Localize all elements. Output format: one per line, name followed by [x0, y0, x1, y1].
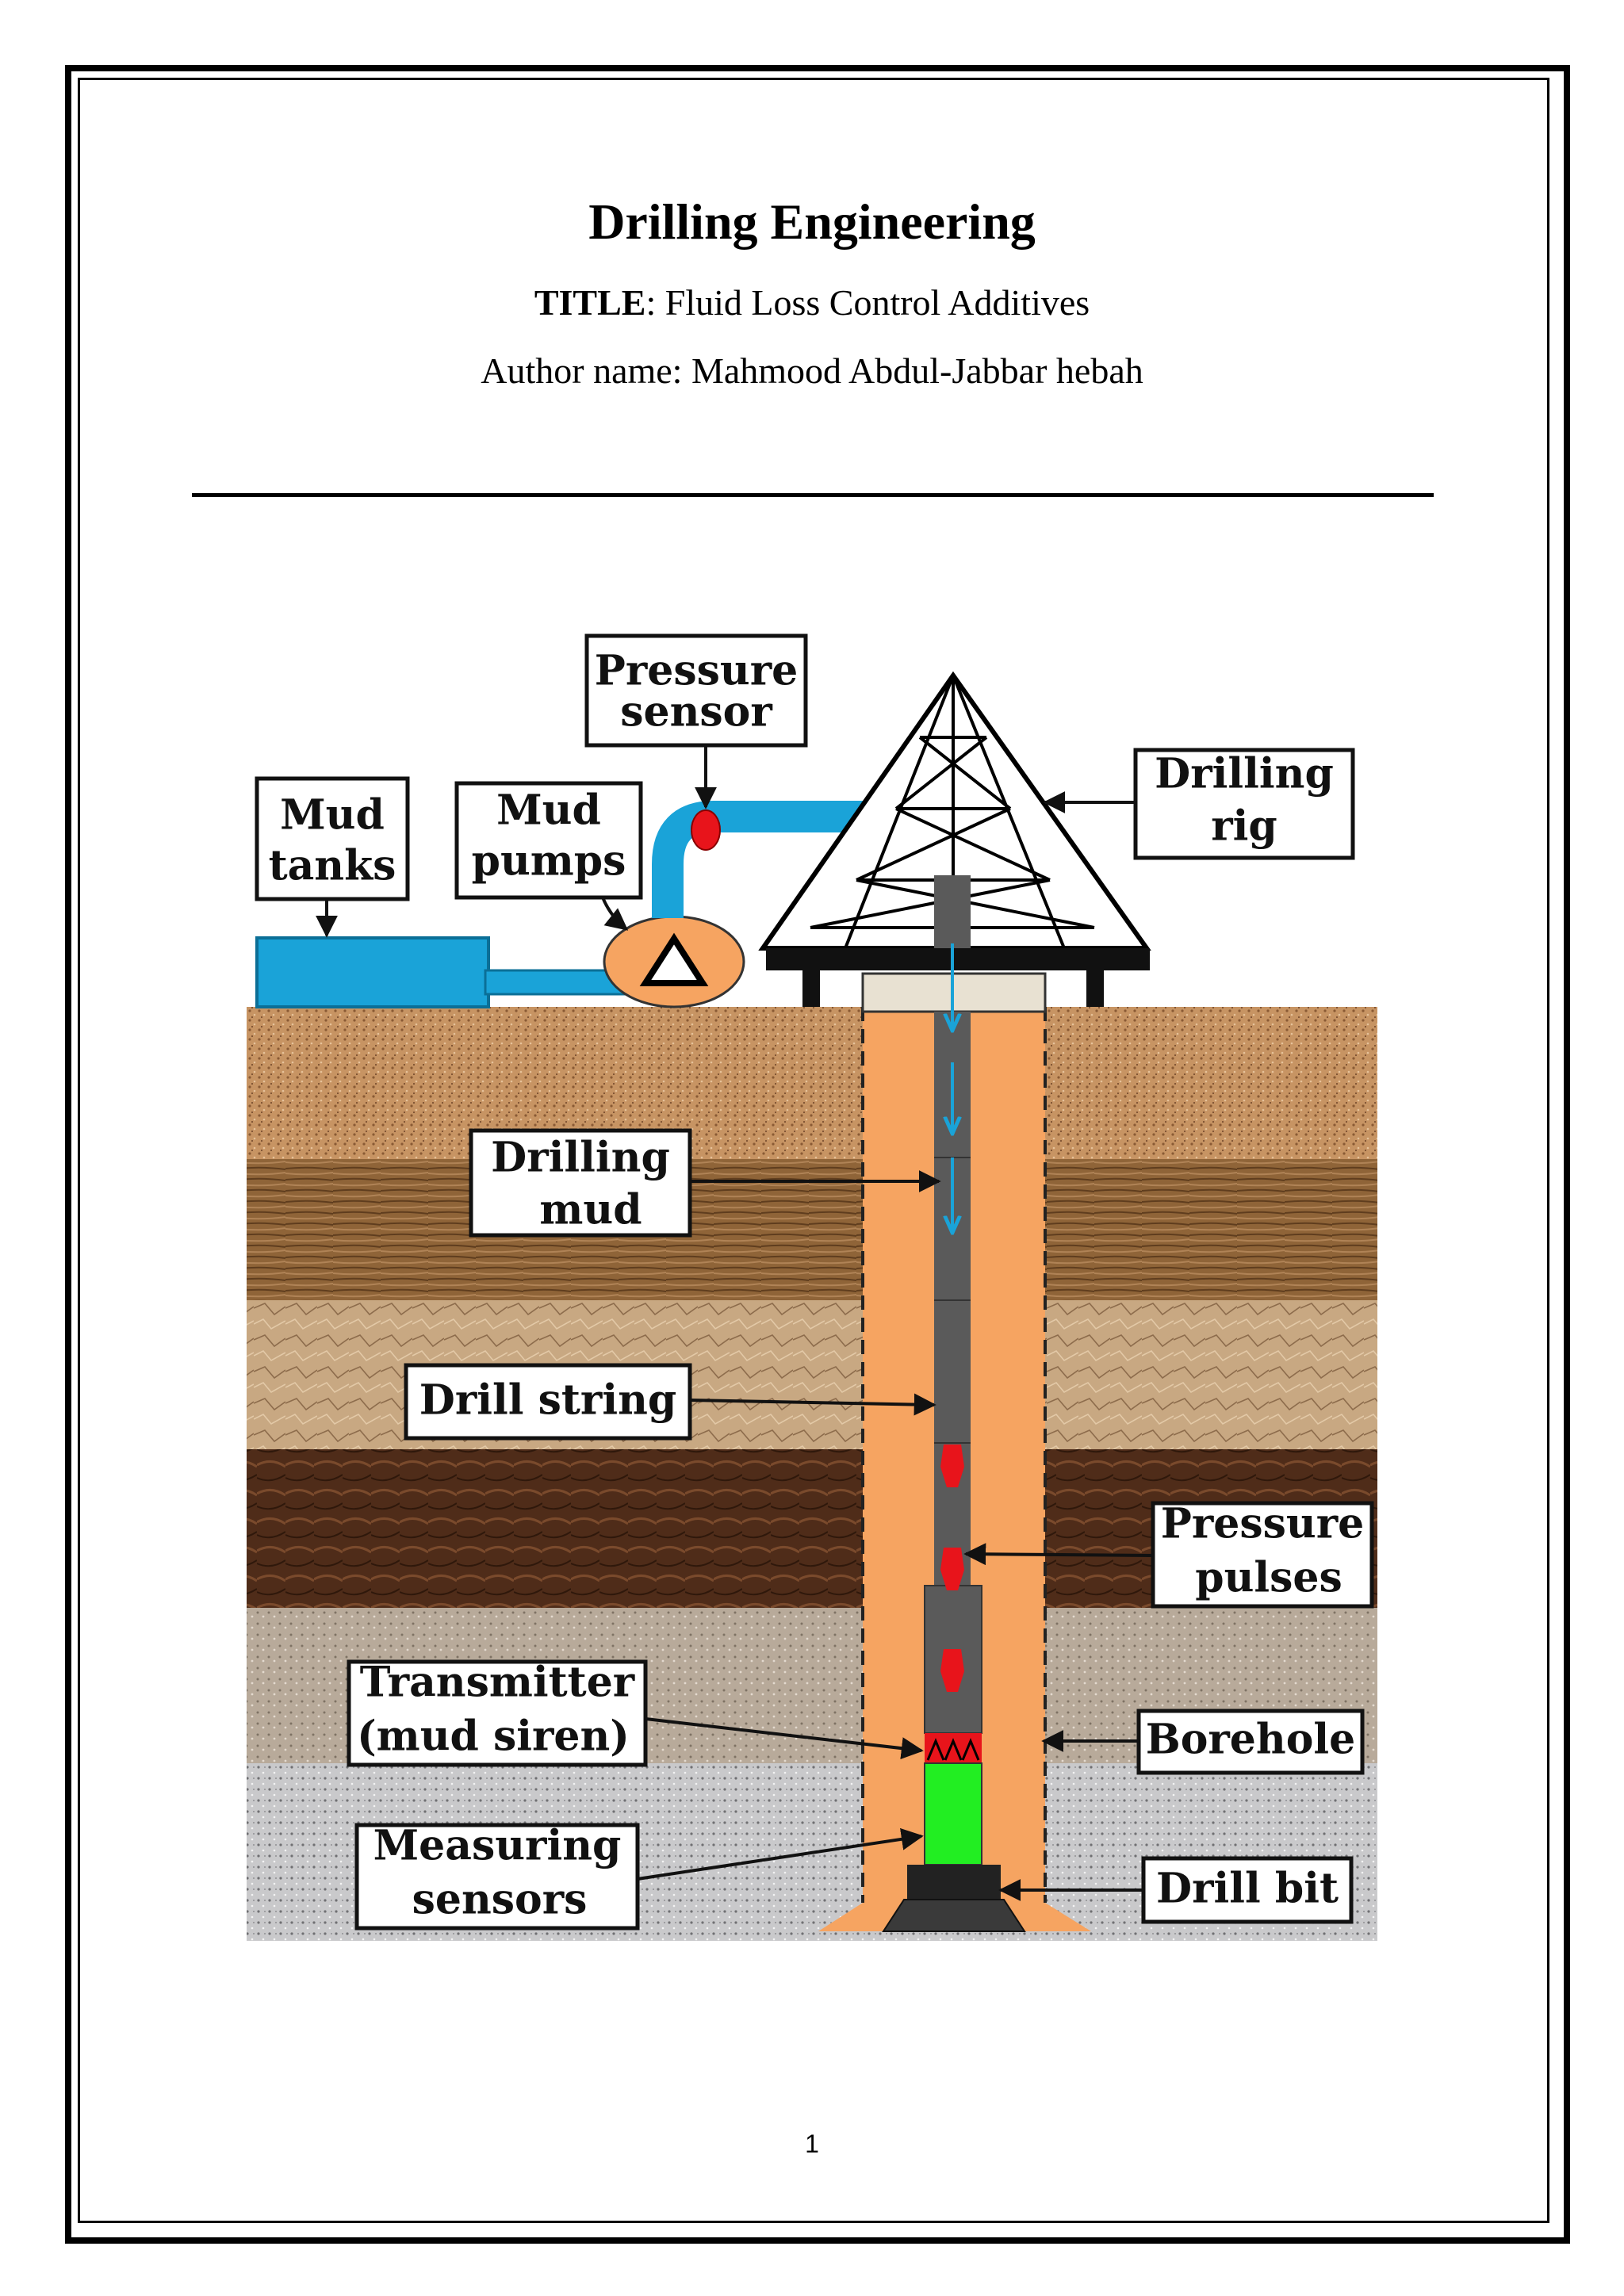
label-pressure-sensor: Pressure sensor — [584, 633, 808, 748]
svg-text:pumps: pumps — [472, 837, 626, 886]
svg-text:tanks: tanks — [269, 842, 396, 890]
svg-text:Drill bit: Drill bit — [1156, 1865, 1339, 1913]
svg-text:Mud: Mud — [496, 786, 601, 835]
label-transmitter: Transmitter (mud siren) — [347, 1659, 648, 1767]
pressure-sensor-dot — [691, 809, 721, 851]
document-heading: Drilling Engineering — [588, 193, 1036, 250]
label-measuring-sensors: Measuring sensors — [354, 1822, 640, 1931]
mud-tank — [255, 936, 490, 1008]
svg-text:Transmitter: Transmitter — [360, 1659, 635, 1707]
document-title-line: TITLE: Fluid Loss Control Additives — [0, 281, 1624, 323]
svg-text:Measuring: Measuring — [373, 1822, 622, 1870]
pump-triangle-icon — [639, 932, 709, 986]
svg-text:mud: mud — [539, 1186, 642, 1234]
svg-text:(mud siren): (mud siren) — [357, 1712, 630, 1761]
horizontal-rule — [192, 493, 1434, 497]
svg-text:sensor: sensor — [620, 688, 772, 737]
svg-text:Pressure: Pressure — [595, 647, 798, 695]
svg-text:Mud: Mud — [280, 791, 385, 840]
label-drill-string: Drill string — [404, 1363, 692, 1441]
label-drilling-mud: Drilling mud — [469, 1128, 692, 1238]
drill-string-top — [934, 875, 971, 948]
label-drill-bit: Drill bit — [1141, 1856, 1354, 1924]
label-borehole: Borehole — [1136, 1709, 1365, 1775]
measuring-sensor-module — [924, 1762, 982, 1866]
rig-floor — [766, 948, 1150, 970]
label-pressure-pulses: Pressure pulses — [1151, 1500, 1374, 1609]
label-drilling-rig: Drilling rig — [1133, 748, 1355, 860]
page-number: 1 — [805, 2130, 819, 2158]
svg-text:pulses: pulses — [1195, 1554, 1342, 1602]
svg-text:Drilling: Drilling — [1155, 750, 1334, 798]
drill-bit-body — [907, 1865, 1001, 1900]
svg-text:Pressure: Pressure — [1161, 1500, 1364, 1548]
label-mud-pumps: Mud pumps — [454, 781, 643, 900]
soil-layer-sand — [247, 1007, 1377, 1159]
svg-text:Drill string: Drill string — [419, 1376, 676, 1425]
svg-text:rig: rig — [1211, 802, 1277, 851]
svg-text:sensors: sensors — [412, 1876, 588, 1924]
author-line: Author name: Mahmood Abdul-Jabbar hebah — [481, 350, 1143, 391]
pressure-pulse — [940, 1445, 964, 1487]
svg-text:Borehole: Borehole — [1146, 1716, 1355, 1764]
drill-bit — [882, 1899, 1026, 1932]
title-text: : Fluid Loss Control Additives — [645, 282, 1090, 323]
page-border-outer — [65, 65, 1570, 2244]
label-mud-tanks: Mud tanks — [255, 776, 410, 901]
drilling-system-diagram: Pressure sensor Mud tanks Mud pumps Dril… — [247, 633, 1377, 1941]
svg-text:Drilling: Drilling — [491, 1134, 670, 1182]
pressure-pulse — [940, 1649, 964, 1692]
title-label: TITLE — [534, 282, 646, 323]
pressure-pulse — [940, 1548, 964, 1590]
page-border-inner — [78, 78, 1549, 2223]
